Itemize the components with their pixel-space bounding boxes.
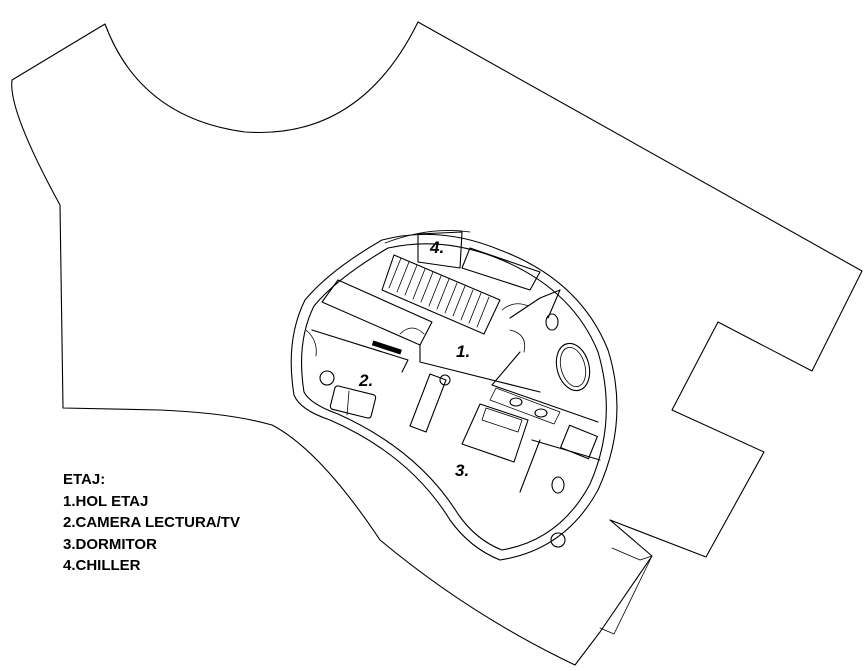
staircase-treads (388, 257, 490, 328)
vanity-counter (489, 387, 561, 425)
plant-2 (550, 532, 566, 548)
sofa (329, 385, 377, 419)
bathtub (555, 342, 591, 392)
staircase-outline (381, 254, 501, 335)
wardrobe-left (321, 279, 433, 346)
room-label-2: 2. (358, 371, 373, 390)
washbasin-1 (509, 397, 523, 407)
room-label-4: 4. (429, 238, 444, 257)
room-label-1: 1. (456, 342, 470, 361)
legend-item-hol-etaj: 1.HOL ETAJ (63, 492, 149, 510)
chiller-room (417, 231, 463, 269)
wc-1 (545, 313, 559, 331)
shower-tray (560, 424, 598, 460)
legend-title: ETAJ: (63, 471, 106, 488)
interior-wall-c (509, 289, 561, 319)
wc-2 (551, 476, 565, 494)
room-label-3: 3. (455, 461, 469, 480)
site-outline (11, 21, 863, 666)
upper-terrace-edge (384, 230, 471, 244)
steps-outline (599, 547, 653, 635)
bathtub-inner (559, 347, 587, 387)
legend: ETAJ: 1.HOL ETAJ 2.CAMERA LECTURA/TV 3.D… (63, 469, 240, 577)
plant-1 (319, 370, 335, 386)
washbasin-2 (534, 408, 548, 418)
interior-wall-d (491, 351, 599, 423)
bed (461, 403, 529, 463)
legend-item-dormitor: 3.DORMITOR (63, 535, 157, 553)
door-swing-1 (305, 329, 317, 357)
legend-item-chiller: 4.CHILLER (63, 557, 141, 574)
legend-item-camera-lectura: 2.CAMERA LECTURA/TV (63, 514, 240, 531)
column (371, 340, 402, 355)
bed-pillow (481, 407, 523, 433)
building-inner-wall (300, 243, 607, 551)
column-round (439, 374, 451, 386)
door-swing-2 (399, 327, 425, 335)
door-swing-3 (501, 303, 529, 311)
wardrobe-upper (461, 247, 541, 291)
interior-wall-b (419, 344, 541, 393)
interior-wall-a (311, 329, 409, 373)
building-outer-wall (290, 233, 618, 561)
interior-wall-f (519, 439, 541, 493)
door-swing-4 (509, 329, 526, 353)
